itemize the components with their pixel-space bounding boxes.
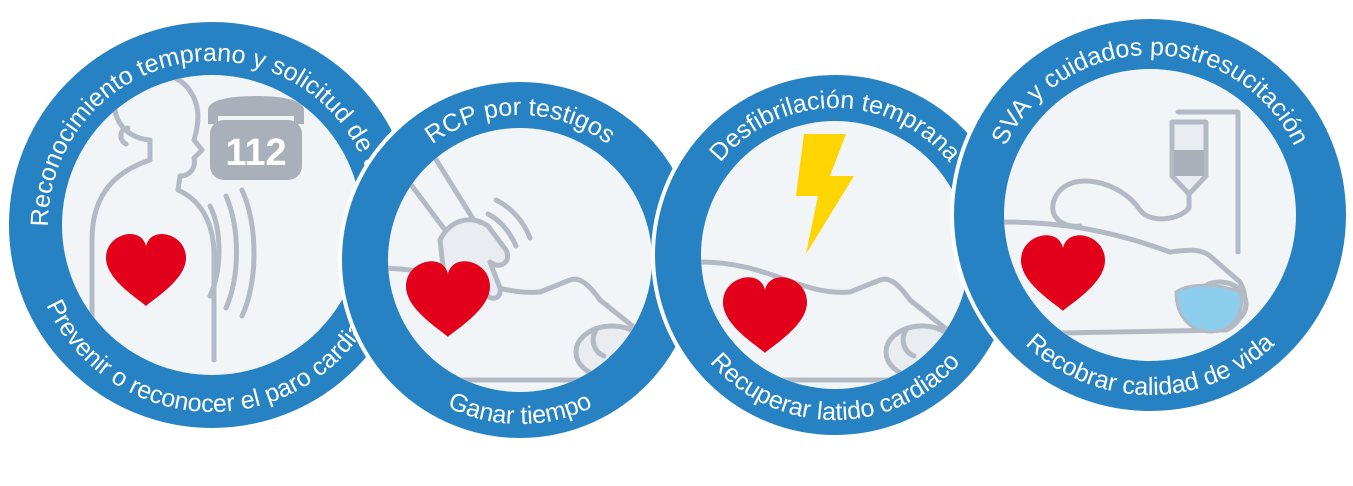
link-3-defibrillation: Desfibrilación temprana Recuperar latido… — [651, 71, 1019, 439]
link-1-recognition: 112 Reconocimiento temprano y solicitud … — [5, 18, 419, 432]
phone-icon: 112 — [208, 96, 304, 180]
oxygen-mask-icon — [1174, 283, 1243, 334]
lightning-bolt-icon — [796, 134, 854, 254]
iv-drip-icon — [1050, 109, 1241, 255]
person-icon — [89, 75, 217, 363]
hands-compression-icon — [397, 147, 533, 306]
link-4-advanced-care: SVA y cuidados postresucitación Recobrar… — [950, 15, 1350, 415]
sound-waves-icon — [207, 187, 257, 319]
link-2-cpr: RCP por testigos Ganar tiempo — [338, 78, 702, 442]
phone-number: 112 — [225, 132, 286, 174]
